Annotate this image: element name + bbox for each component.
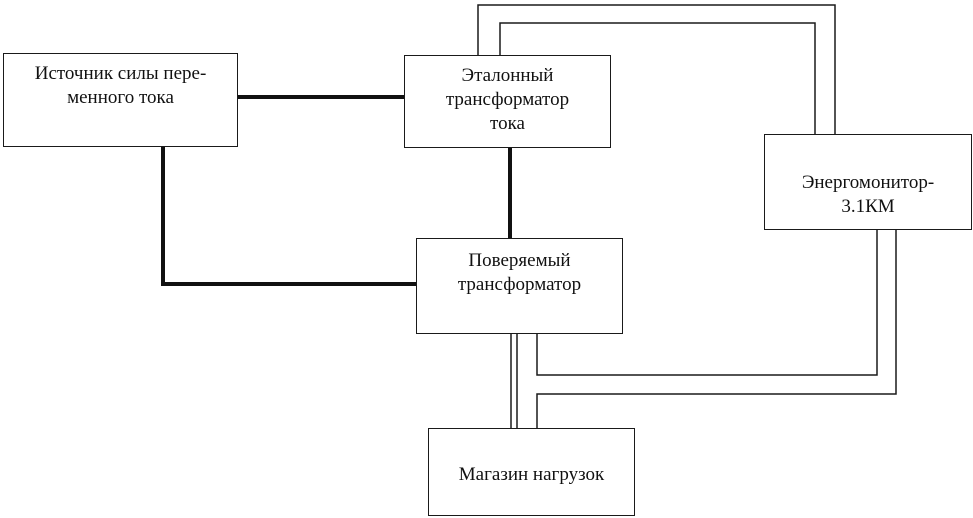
node-reference-transformer: Эталонный трансформатор тока [404,55,611,148]
node-label-line: 3.1КМ [841,196,895,217]
edge-reference-energomonitor [477,4,836,134]
edge-load-energomonitor [536,230,897,428]
edge-tested-load [510,334,518,428]
node-label-line: Эталонный [461,65,554,86]
node-label-line: тока [490,113,525,134]
node-ac-current-source: Источник силы пере- менного тока [3,53,238,147]
node-energomonitor: Энергомонитор- 3.1КМ [764,134,972,230]
edge-tested-energomonitor [536,230,878,376]
node-label-line: трансформатор [445,89,570,110]
node-label-line: Источник силы пере- [34,63,207,84]
double-connections [477,4,897,428]
node-label-line: Магазин нагрузок [458,464,605,485]
edge-source-tested [161,147,416,286]
node-load-box: Магазин нагрузок [428,428,635,516]
thick-connections [161,95,512,286]
node-label-line: менного тока [67,87,174,108]
node-tested-transformer: Поверяемый трансформатор [416,238,623,334]
node-label-line: Энергомонитор- [801,172,935,193]
node-label-line: трансформатор [457,274,582,295]
node-label-line: Поверяемый [468,250,571,271]
